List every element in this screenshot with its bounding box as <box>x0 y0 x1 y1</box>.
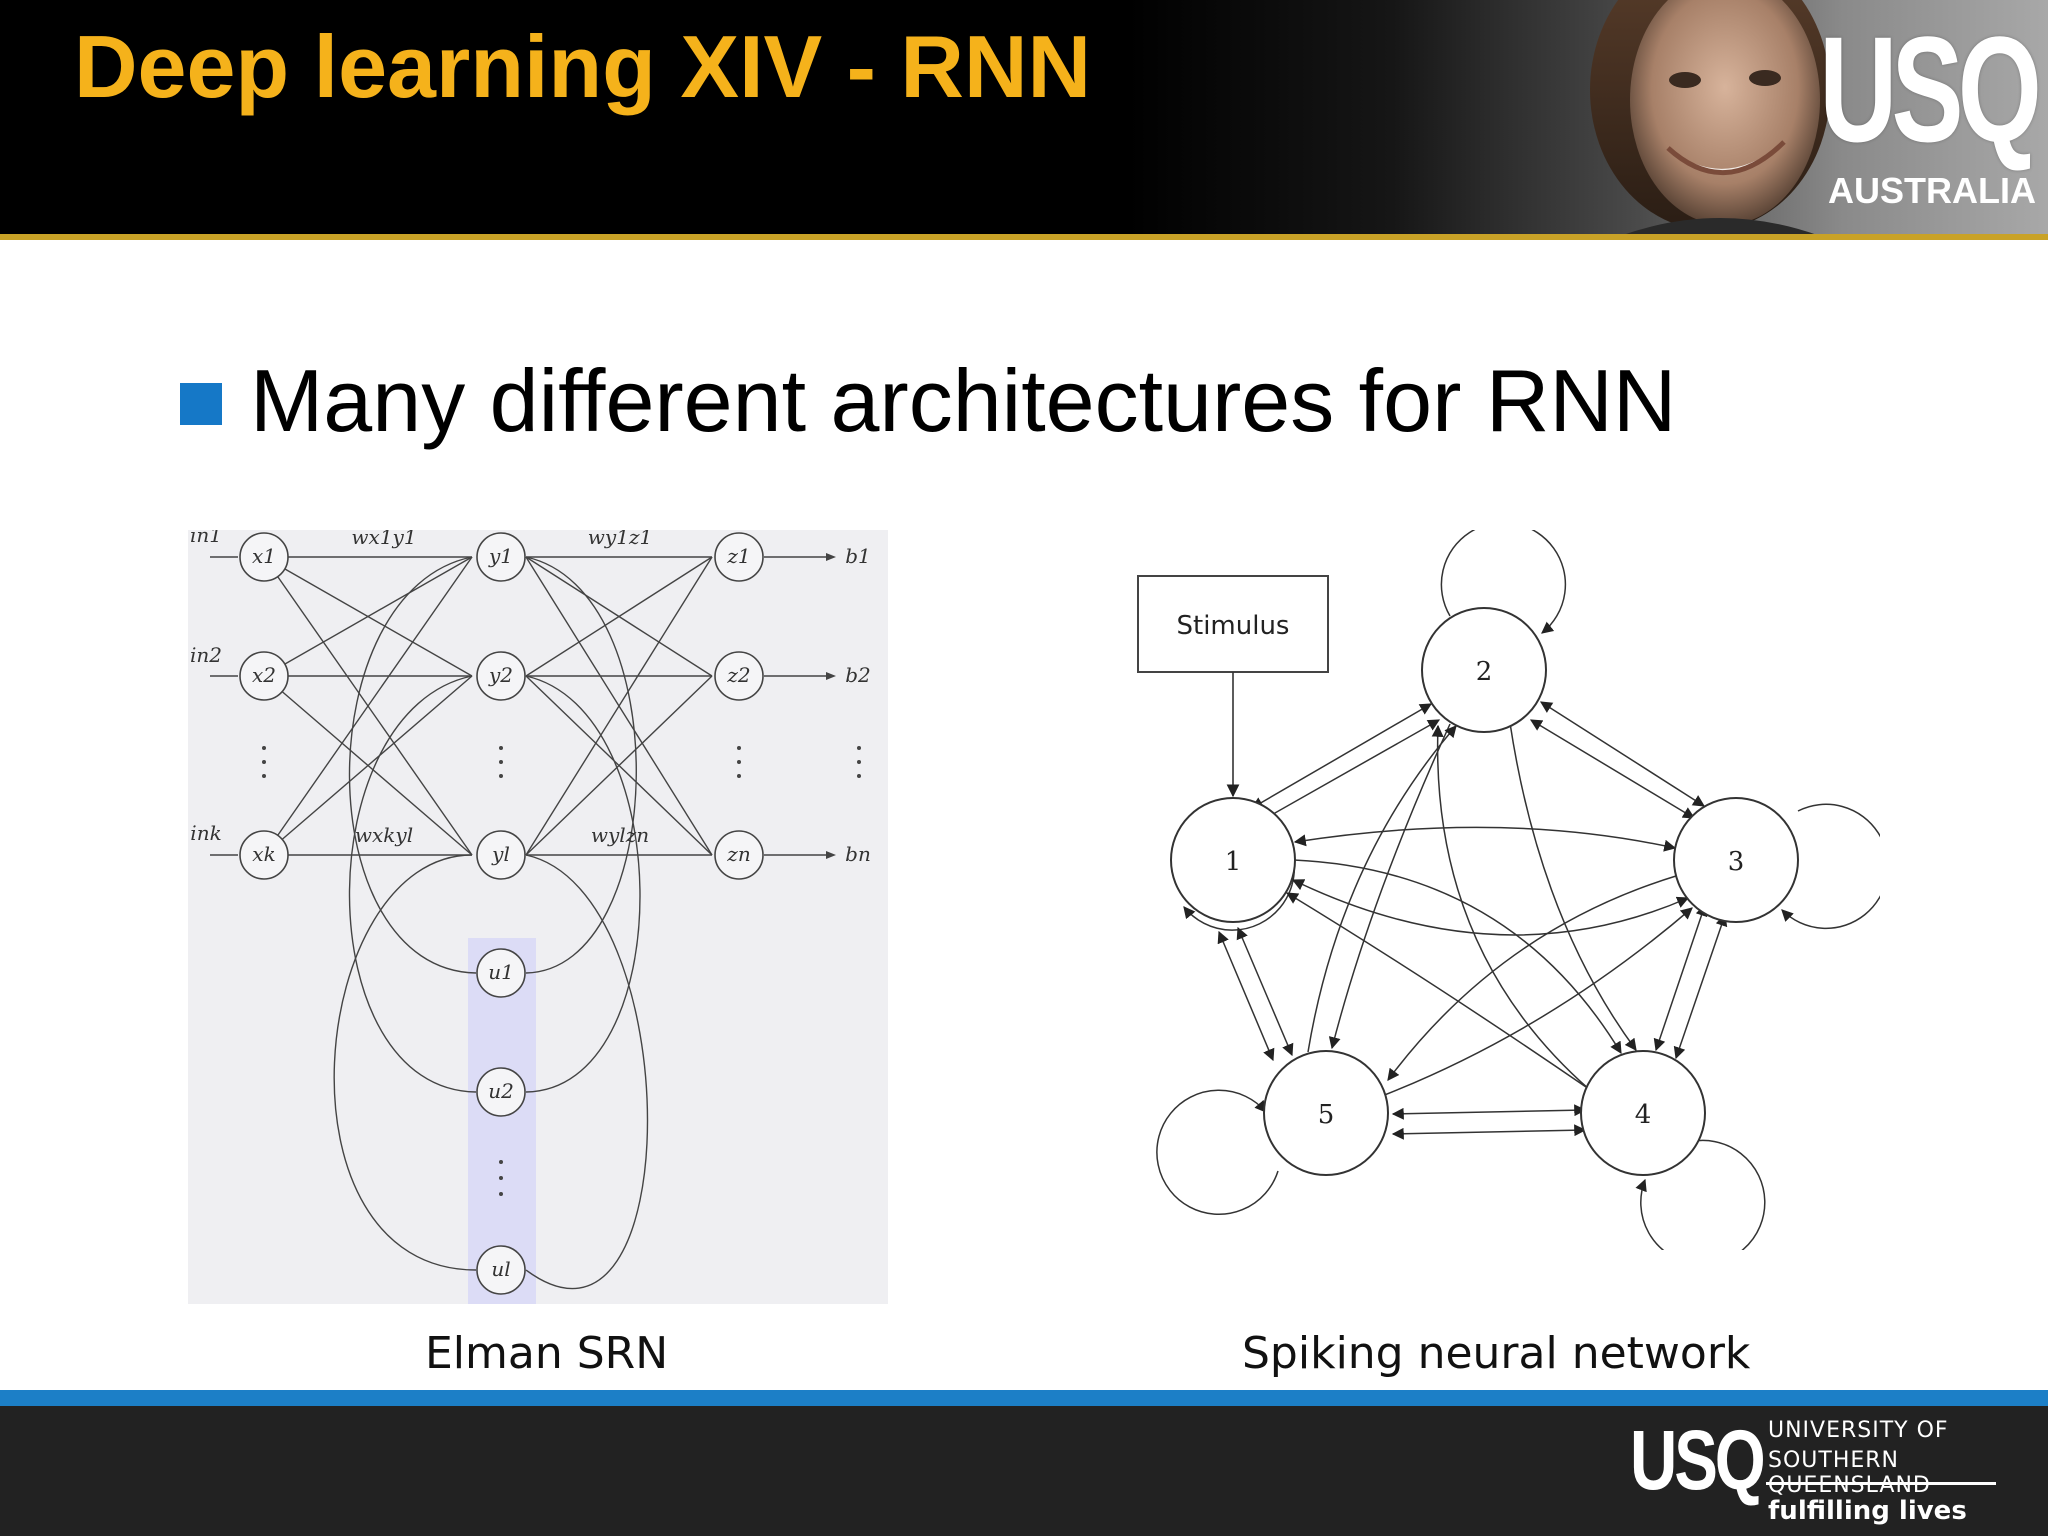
snn-node-1 <box>1170 797 1296 923</box>
usq-country-label: AUSTRALIA <box>1828 170 2036 211</box>
header-photo <box>1590 0 1830 236</box>
snn-node-3 <box>1673 797 1799 923</box>
elman-x-node-label: xk <box>252 842 275 866</box>
snn-node-label: 4 <box>1635 1100 1652 1130</box>
spiking-network-diagram: Stimulus <box>1137 530 1880 1250</box>
elman-u-node-label: u2 <box>488 1079 514 1103</box>
footer-university-line2: SOUTHERN QUEENSLAND <box>1768 1448 1931 1498</box>
elman-input-label: ink <box>190 821 221 845</box>
stimulus-label: Stimulus <box>1177 611 1290 641</box>
snn-node-4 <box>1580 1050 1706 1176</box>
snn-node-2 <box>1421 607 1547 733</box>
header-divider <box>0 234 2048 240</box>
header-banner: Deep learning XIV - RNN USQ AUSTRALIA <box>0 0 2048 236</box>
footer-usq-logo: USQ <box>1630 1413 1766 1507</box>
elman-weight-label: wxkyl <box>355 823 413 847</box>
snn-node-label: 3 <box>1728 847 1745 877</box>
diagram-background <box>188 530 888 1304</box>
elman-weight-label: wx1y1 <box>351 530 416 549</box>
snn-node-label: 2 <box>1476 657 1493 687</box>
bullet-point-text: Many different architectures for RNN <box>250 351 1677 450</box>
elman-weight-label: wylzn <box>591 823 649 847</box>
snn-caption: Spiking neural network <box>1242 1328 1751 1379</box>
elman-u-node-label: u1 <box>488 960 514 984</box>
elman-output-label: b1 <box>845 544 871 568</box>
elman-input-label: in1 <box>190 530 222 547</box>
elman-z-node-label: z2 <box>726 663 750 687</box>
snn-node-label: 5 <box>1318 1100 1335 1130</box>
elman-caption: Elman SRN <box>425 1328 669 1379</box>
elman-output-label: b2 <box>845 663 871 687</box>
elman-y-node-label: y1 <box>488 544 513 568</box>
elman-y-node-label: y2 <box>488 663 513 687</box>
slide-title: Deep learning XIV - RNN <box>74 17 1092 116</box>
elman-u-node-label: ul <box>491 1257 510 1281</box>
elman-y-node-label: yl <box>491 842 510 866</box>
footer-university-line1: UNIVERSITY OF <box>1768 1418 1949 1443</box>
elman-input-label: in2 <box>190 643 222 667</box>
snn-node-label: 1 <box>1225 847 1242 877</box>
stimulus-box <box>1137 575 1329 673</box>
elman-x-node-label: x1 <box>252 544 276 568</box>
elman-z-node-label: z1 <box>726 544 750 568</box>
elman-output-label: bn <box>845 842 871 866</box>
elman-z-node-label: zn <box>726 842 750 866</box>
footer-bar <box>0 1406 2048 1536</box>
context-units-highlight <box>468 938 536 1304</box>
snn-node-5 <box>1263 1050 1389 1176</box>
footer-divider <box>1766 1482 1996 1485</box>
bullet-square-icon <box>180 383 222 425</box>
elman-x-node-label: x2 <box>252 663 276 687</box>
usq-logo: USQ <box>1819 5 2042 173</box>
elman-weight-label: wy1z1 <box>588 530 652 549</box>
footer-tagline: fulfilling lives <box>1768 1496 1967 1526</box>
elman-srn-diagram: in1 in2 ink x1 x2 xk y1 y2 yl z1 z2 zn b… <box>188 530 888 1304</box>
footer-blue-bar <box>0 1390 2048 1406</box>
